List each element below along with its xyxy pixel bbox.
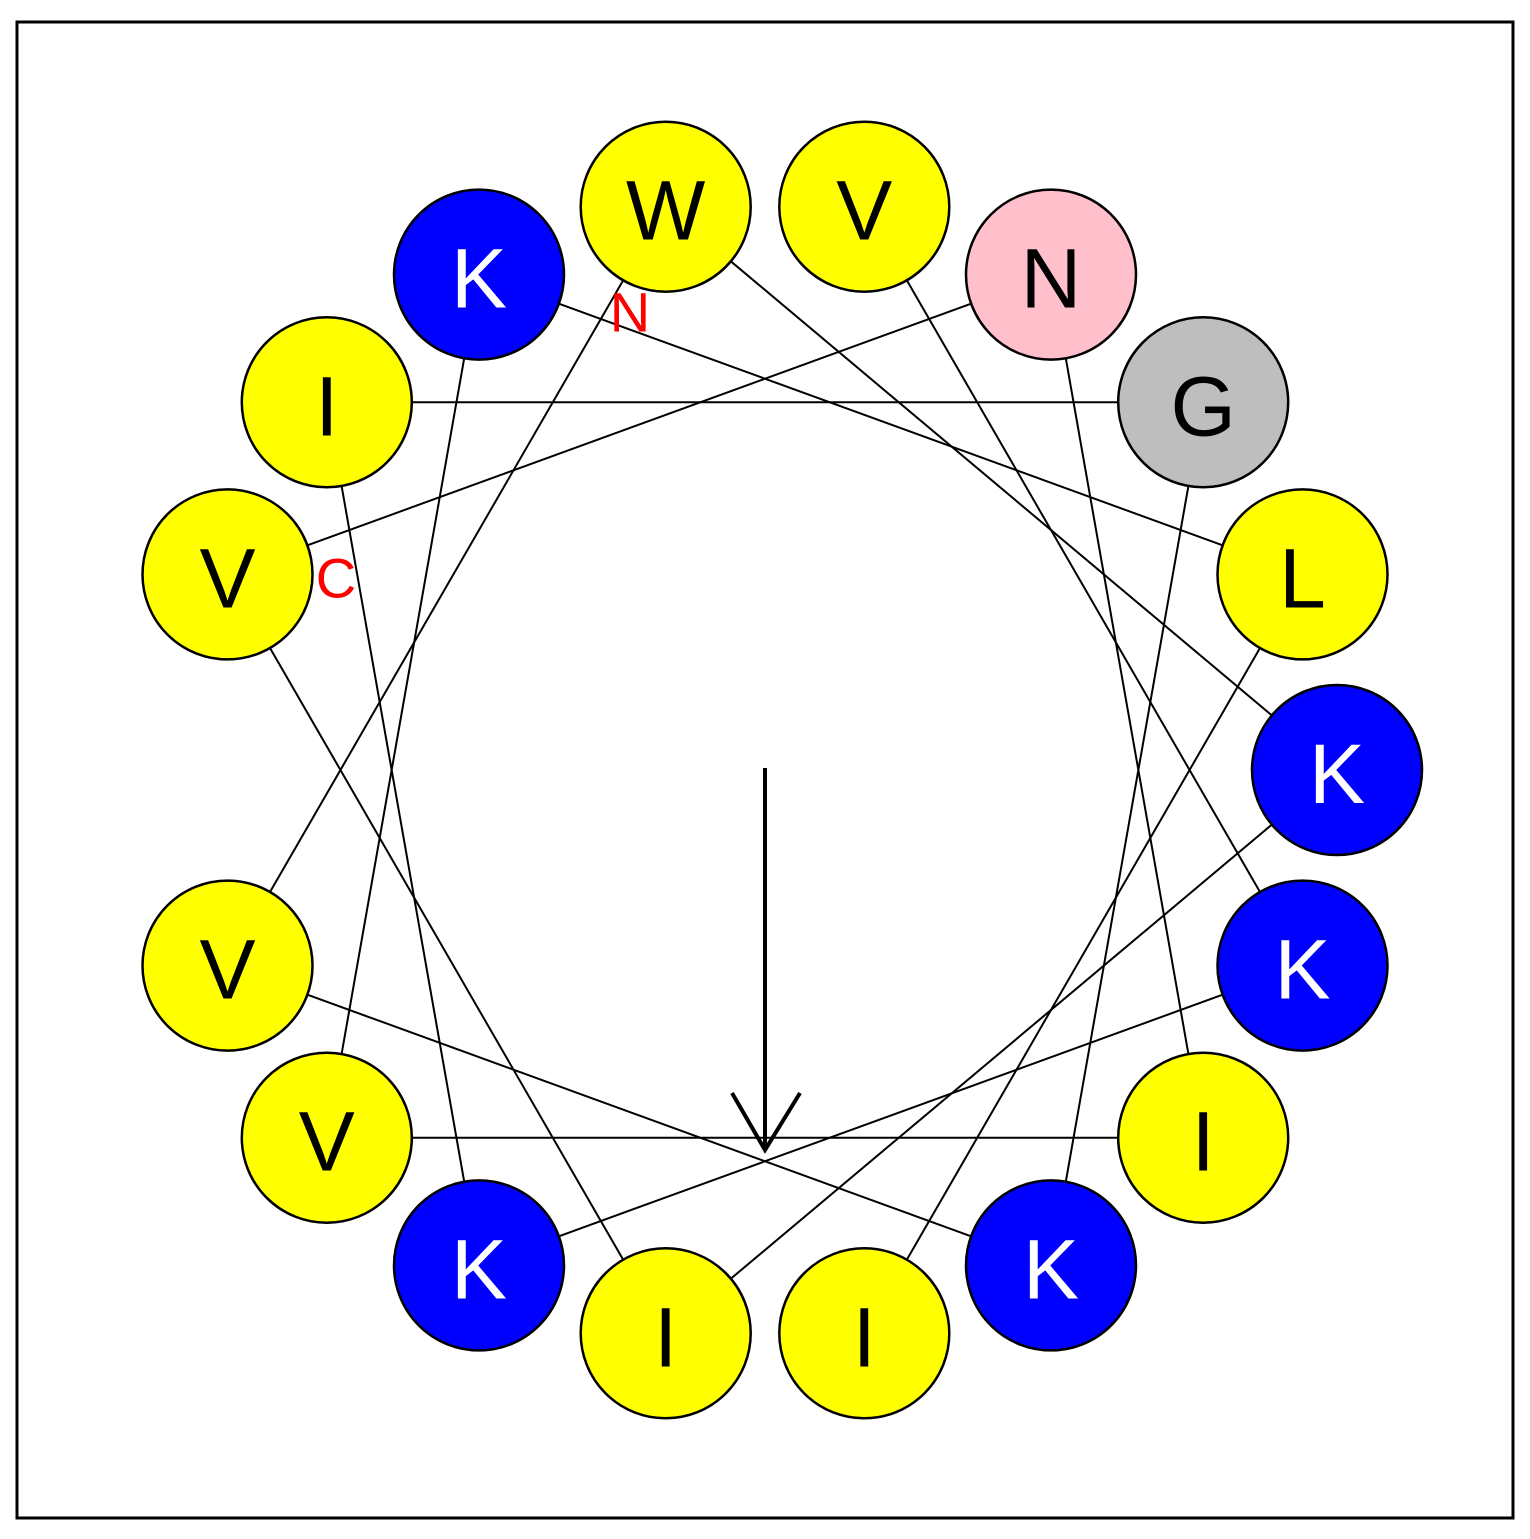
residue-label: K [1023, 1222, 1079, 1316]
backbone-bond [730, 823, 1273, 1280]
residue-circle [392, 188, 566, 361]
residue-circle [240, 316, 414, 489]
backbone-bond [905, 647, 1261, 1261]
residue-2: K [1216, 879, 1389, 1052]
residue-circle [1116, 316, 1290, 489]
backbone-bond [340, 485, 466, 1182]
residue-circle [1216, 879, 1389, 1052]
residue-circle [141, 879, 314, 1052]
residue-label: I [853, 1290, 876, 1384]
residue-label: V [299, 1095, 355, 1189]
residue-14: V [240, 1051, 414, 1224]
moment-arrow-head [730, 1091, 802, 1154]
hydrophobic-moment-arrow [730, 768, 802, 1154]
residue-5: G [1116, 316, 1290, 489]
residue-6: K [964, 1179, 1138, 1352]
residue-12: N [964, 188, 1138, 361]
backbone-bond [1064, 485, 1190, 1182]
residue-circle [964, 188, 1138, 361]
backbone-bond [269, 647, 625, 1261]
residue-label: V [199, 923, 255, 1017]
residue-label: K [451, 1222, 507, 1316]
n-terminus-label: N [610, 281, 650, 344]
residue-label: K [451, 232, 507, 326]
residue-4: I [240, 316, 414, 489]
backbone-bond [307, 302, 972, 547]
residue-label: G [1171, 359, 1236, 453]
residue-11: V [141, 488, 314, 661]
residue-circle [1216, 488, 1389, 661]
residue-label: V [199, 531, 255, 625]
residue-3: K [392, 1179, 566, 1352]
residue-circle [1116, 1051, 1290, 1224]
residue-label: K [1274, 923, 1330, 1017]
residue-16: L [1216, 488, 1389, 661]
residue-circle [579, 1247, 752, 1420]
residue-15: K [392, 188, 566, 361]
backbone-bond [307, 993, 972, 1238]
backbone-bond [269, 279, 625, 893]
backbone-bond [730, 260, 1273, 717]
residue-circle [1250, 683, 1424, 857]
residue-9: K [1250, 683, 1424, 857]
residue-7: V [141, 879, 314, 1052]
residue-circle [778, 120, 951, 293]
residue-label: V [836, 164, 892, 258]
residue-1: V [778, 120, 951, 293]
residue-label: I [654, 1290, 677, 1384]
residue-8: W [579, 120, 752, 293]
residue-circle [964, 1179, 1138, 1352]
backbone-bond [558, 993, 1223, 1238]
residue-13: I [1116, 1051, 1290, 1224]
backbone-bond [558, 302, 1223, 547]
residue-circle [778, 1247, 951, 1420]
residue-17: I [778, 1247, 951, 1420]
termini: N C [316, 281, 650, 610]
residue-label: L [1279, 531, 1326, 625]
backbone-connections [269, 260, 1273, 1280]
residue-label: I [315, 359, 338, 453]
backbone-bond [1064, 358, 1190, 1055]
backbone-bond [905, 279, 1261, 893]
c-terminus-label: C [316, 547, 356, 610]
residue-circle [579, 120, 752, 293]
residue-10: I [579, 1247, 752, 1420]
residue-circle [240, 1051, 414, 1224]
residue-circle [141, 488, 314, 661]
residue-label: I [1192, 1095, 1215, 1189]
residue-label: N [1021, 232, 1082, 326]
residue-label: K [1309, 727, 1365, 821]
residue-circle [392, 1179, 566, 1352]
residue-label: W [626, 164, 705, 258]
backbone-bond [340, 358, 466, 1055]
